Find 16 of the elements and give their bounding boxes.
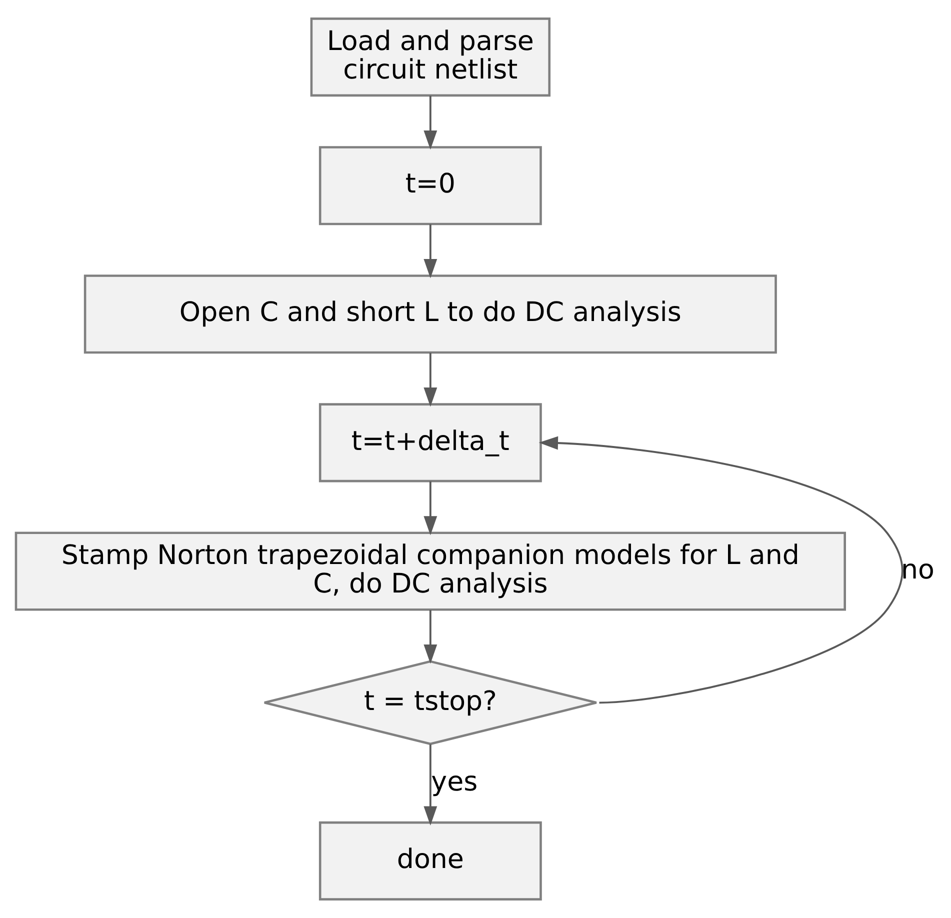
arrow: [424, 610, 438, 664]
arrow: [424, 744, 438, 826]
arrow: [538, 436, 904, 704]
node-box: Open C and short L to do DC analysis: [84, 274, 777, 354]
arrow: [424, 481, 438, 536]
edge-label: yes: [431, 766, 478, 798]
arrow: [424, 224, 438, 278]
edge-label: no: [901, 554, 934, 586]
node-box: done: [318, 821, 542, 900]
arrow: [424, 352, 438, 407]
node-diamond: t = tstop?: [263, 660, 598, 746]
arrow: [424, 96, 438, 150]
node-box: Load and parse circuit netlist: [310, 18, 551, 97]
node-box: t=t+delta_t: [318, 403, 542, 482]
node-box: Stamp Norton trapezoidal companion models for L and C, do DC analysis: [14, 532, 846, 611]
node-box: t=0: [318, 146, 542, 226]
